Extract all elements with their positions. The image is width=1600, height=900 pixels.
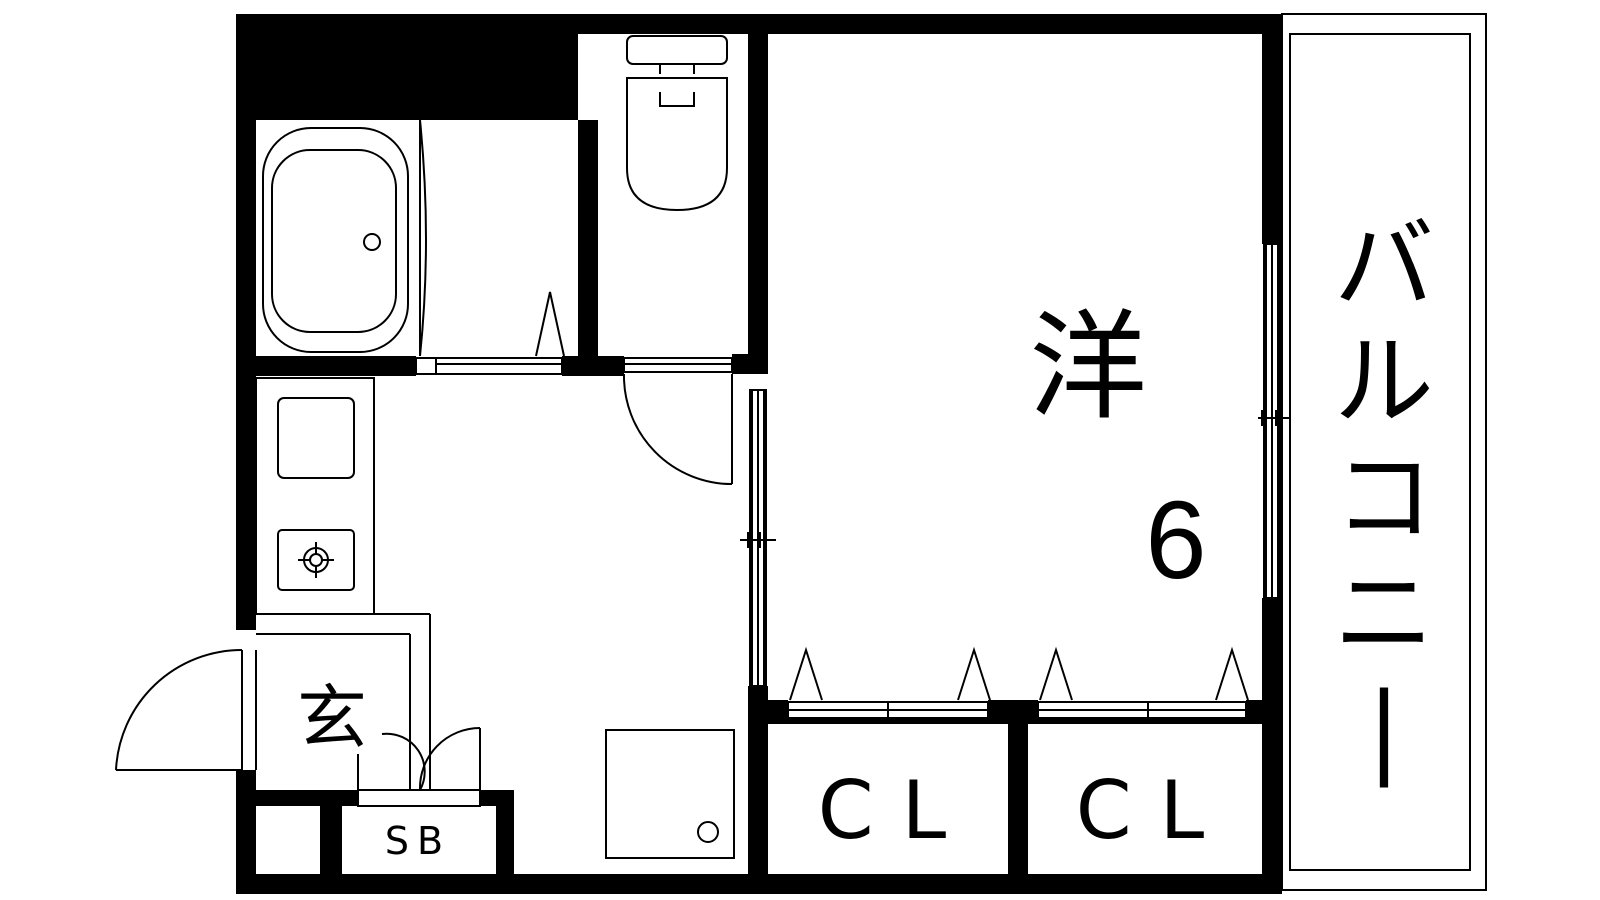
closet-doors-right [1037, 646, 1249, 719]
bathtub [256, 119, 578, 357]
outer-walls [236, 14, 1282, 894]
toilet-door [622, 357, 733, 485]
toilet [626, 35, 728, 212]
kitchen-counter [255, 377, 375, 615]
closet-right-label: CL [1076, 764, 1232, 857]
entrance-label: 玄 [297, 677, 367, 759]
closet-left-label: CL [818, 764, 974, 857]
western-room-label: 洋 [1029, 298, 1147, 436]
balcony [1281, 13, 1487, 891]
room-door [740, 389, 776, 687]
shoe-box-label: SB [385, 819, 451, 863]
western-room-size: 6 [1145, 479, 1206, 602]
balcony-label: バルコニ| [1334, 207, 1434, 788]
entrance-frame [256, 613, 431, 790]
shoe-box-doors [357, 727, 481, 807]
balcony-window [1258, 243, 1290, 599]
entrance-door [115, 648, 257, 771]
bathroom-door [415, 291, 565, 375]
closet-doors-left [787, 646, 991, 719]
washer-space [605, 729, 735, 859]
